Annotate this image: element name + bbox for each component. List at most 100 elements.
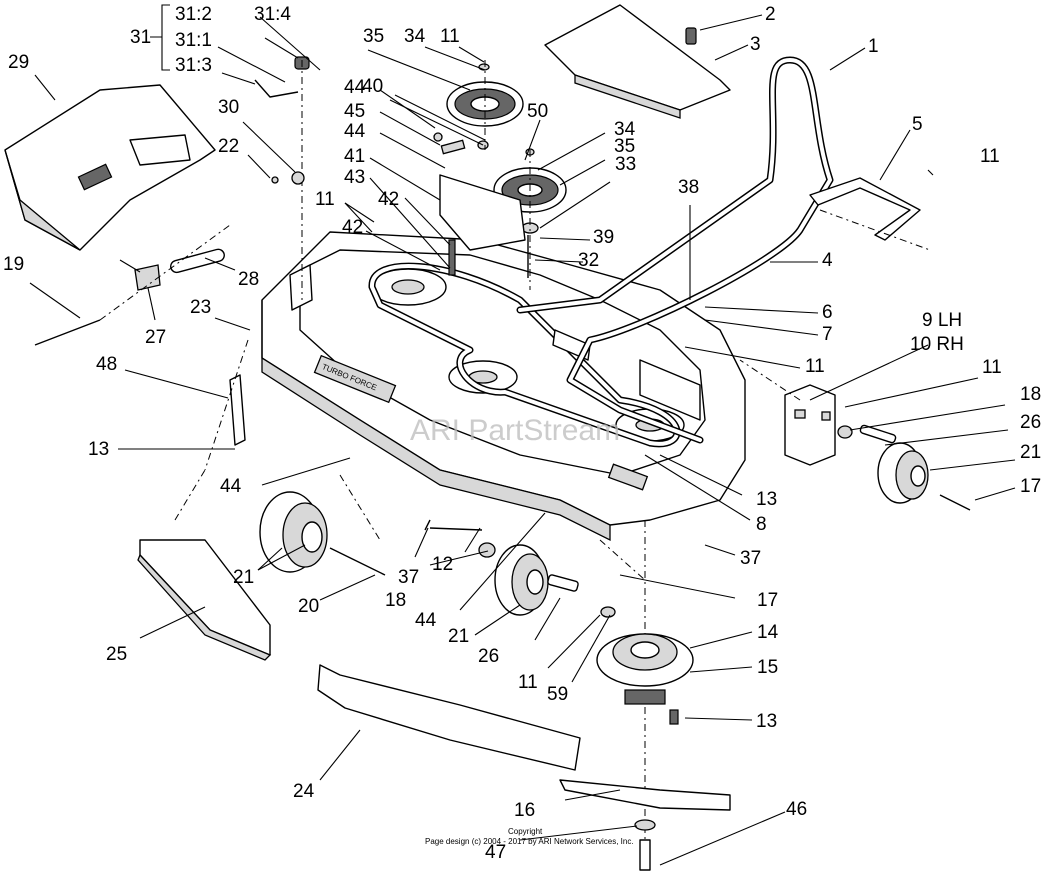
callout-31-brace <box>150 4 170 71</box>
callout-27: 27 <box>145 327 166 348</box>
callout-24: 24 <box>293 781 315 802</box>
belt-cover <box>544 4 731 119</box>
tension-rod-31 <box>254 56 310 300</box>
idler-arm <box>433 132 529 278</box>
wheel-21-right <box>837 424 971 511</box>
callout-11-d: 11 <box>805 356 825 377</box>
callout-11-b: 11 <box>980 146 1000 167</box>
callout-17-a: 17 <box>1020 476 1041 497</box>
callout-7: 7 <box>822 324 833 345</box>
callout-45: 45 <box>344 101 365 122</box>
callout-32: 32 <box>578 250 599 271</box>
callout-26-b: 26 <box>478 646 499 667</box>
blade-spindle <box>596 520 694 870</box>
callout-31-4: 31:4 <box>254 4 291 25</box>
callout-37-b: 37 <box>740 548 761 569</box>
wheel-21-center <box>494 544 579 616</box>
washer-47 <box>634 819 656 831</box>
copyright-line-2: Page design (c) 2004 - 2017 by ARI Netwo… <box>425 837 634 846</box>
callout-41: 41 <box>344 146 365 167</box>
callout-44-c: 44 <box>220 476 242 497</box>
callout-13-c: 13 <box>756 711 777 732</box>
callout-44-b: 44 <box>344 121 366 142</box>
callout-23: 23 <box>190 297 211 318</box>
callout-47: 47 <box>485 842 506 863</box>
callout-34-a: 34 <box>404 26 426 47</box>
callout-38: 38 <box>678 177 699 198</box>
callout-2: 2 <box>765 4 776 25</box>
callout-13-a: 13 <box>88 439 109 460</box>
callout-21-a: 21 <box>1020 442 1041 463</box>
callout-10: 10 RH <box>910 334 964 355</box>
bracket-5 <box>809 177 921 241</box>
callout-8: 8 <box>756 514 767 535</box>
callout-11-f: 11 <box>518 672 538 693</box>
watermark: ARI PartStream <box>410 414 620 447</box>
bolt-12 <box>429 527 483 531</box>
callout-11-c: 11 <box>315 189 335 210</box>
bracket-48 <box>229 374 246 446</box>
callout-13-b: 13 <box>756 489 777 510</box>
callout-11-a: 11 <box>440 26 460 47</box>
roller-bar-25 <box>137 539 272 661</box>
bracket-9-10 <box>784 384 836 466</box>
callout-21-c: 21 <box>448 626 469 647</box>
callout-30: 30 <box>218 97 239 118</box>
callout-39: 39 <box>593 227 614 248</box>
callout-19: 19 <box>3 254 24 275</box>
callout-6: 6 <box>822 302 833 323</box>
callout-16: 16 <box>514 800 535 821</box>
bolt-46 <box>639 839 651 871</box>
callout-1: 1 <box>868 36 879 57</box>
callout-33: 33 <box>615 154 636 175</box>
callout-31-3: 31:3 <box>175 55 212 76</box>
callout-22: 22 <box>218 136 239 157</box>
callout-35-a: 35 <box>363 26 384 47</box>
baffle-24 <box>317 664 581 771</box>
callout-29: 29 <box>8 52 29 73</box>
callout-20: 20 <box>298 596 319 617</box>
bolt-37 <box>424 519 431 531</box>
leader-lines <box>29 14 1016 866</box>
callout-25: 25 <box>106 644 127 665</box>
callout-15: 15 <box>757 657 778 678</box>
copyright-line-1: Copyright <box>508 827 543 836</box>
callout-21-b: 21 <box>233 567 254 588</box>
wheel-21-left <box>259 491 386 576</box>
deck-housing: TURBO FORCE <box>261 231 746 542</box>
discharge-chute <box>4 84 279 346</box>
callout-35-b: 35 <box>614 136 635 157</box>
callout-44-d: 44 <box>415 610 437 631</box>
callout-34-b: 34 <box>614 119 636 140</box>
callout-44-a: 44 <box>344 77 366 98</box>
main-drive-belt <box>516 56 834 444</box>
callout-18-a: 18 <box>1020 384 1041 405</box>
callout-11-e: 11 <box>982 357 1002 378</box>
callout-42-b: 42 <box>342 217 363 238</box>
callout-40: 40 <box>362 76 383 97</box>
callout-37-a: 37 <box>398 567 419 588</box>
callout-labels: 1 2 3 4 5 6 7 8 9 LH 10 RH 11 11 11 11 1… <box>3 4 1041 863</box>
alignment-lines <box>99 60 931 581</box>
spacer-18 <box>478 542 496 558</box>
callout-3: 3 <box>750 34 761 55</box>
blade-16 <box>559 779 731 811</box>
callout-59: 59 <box>547 684 568 705</box>
callout-48: 48 <box>96 354 117 375</box>
callout-43: 43 <box>344 167 365 188</box>
callout-46: 46 <box>786 799 807 820</box>
callout-9: 9 LH <box>922 310 962 331</box>
callout-4: 4 <box>822 250 833 271</box>
callout-28: 28 <box>238 269 259 290</box>
callout-12: 12 <box>432 554 453 575</box>
callout-26-a: 26 <box>1020 412 1041 433</box>
callout-14: 14 <box>757 622 779 643</box>
callout-42-a: 42 <box>378 189 399 210</box>
callout-31-2: 31:2 <box>175 4 212 25</box>
callout-17-b: 17 <box>757 590 778 611</box>
callout-31-1: 31:1 <box>175 30 212 51</box>
callout-18-b: 18 <box>385 590 406 611</box>
callout-31: 31 <box>130 27 151 48</box>
callout-50: 50 <box>527 101 548 122</box>
